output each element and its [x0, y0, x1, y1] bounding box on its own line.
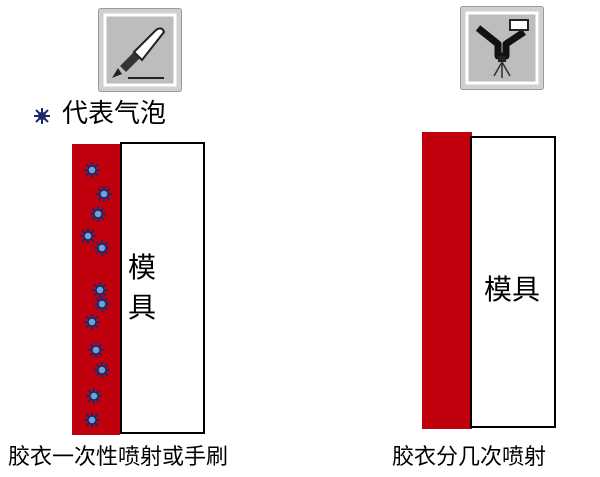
legend-label: 代表气泡: [62, 99, 167, 129]
spray-tool-icon-box: [460, 6, 544, 90]
bubble-icon: [86, 388, 102, 404]
bubble-icon: [84, 162, 100, 178]
bubble-icon: [90, 206, 106, 222]
bubble-icon: [94, 362, 110, 378]
bubble-icon: [96, 186, 112, 202]
mold-left: [120, 142, 205, 434]
mold-label-right: 模具: [484, 273, 541, 306]
caption-right: 胶衣分几次喷射: [392, 445, 547, 470]
mold-label-left-line2: 具: [128, 291, 157, 324]
gelcoat-layer-multi: [422, 132, 472, 429]
brush-icon: [103, 13, 177, 87]
bubble-icon: [34, 108, 50, 124]
bubble-icon: [88, 342, 104, 358]
brush-tool-icon-box: [98, 8, 182, 92]
spray-gun-icon: [465, 11, 539, 85]
bubble-icon: [80, 228, 96, 244]
bubble-icon: [84, 314, 100, 330]
bubble-icon: [84, 412, 100, 428]
bubbles-group: [80, 162, 112, 428]
bubble-icon: [94, 240, 110, 256]
mold-right: [470, 136, 556, 428]
bubble-icon: [94, 296, 110, 312]
mold-label-left-line1: 模: [128, 251, 157, 284]
bubble-icon: [92, 282, 108, 298]
caption-left: 胶衣一次性喷射或手刷: [8, 445, 229, 470]
